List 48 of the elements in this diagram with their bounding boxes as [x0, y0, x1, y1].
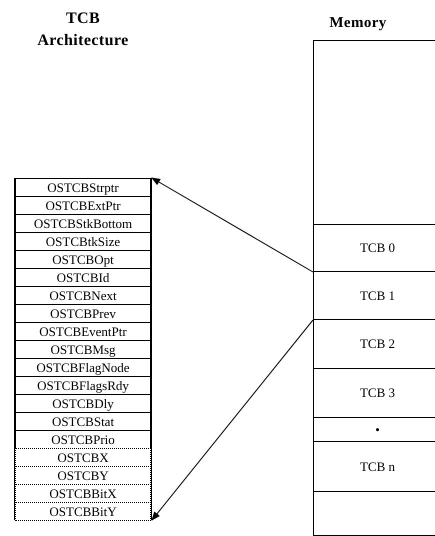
field-name: OSTCBStat	[52, 415, 114, 428]
field-name: OSTCBBitX	[49, 487, 117, 500]
field-row	[15, 196, 151, 215]
field-row	[15, 466, 151, 485]
field-row	[15, 286, 151, 305]
field-name: OSTCBPrio	[51, 433, 115, 446]
field-name: OSTCBId	[56, 271, 110, 284]
field-name: OSTCBFlagNode	[36, 361, 130, 374]
field-name: OSTCBEventPtr	[39, 325, 127, 338]
field-row	[15, 304, 151, 323]
field-row	[15, 448, 151, 467]
field-row	[15, 430, 151, 449]
field-row	[15, 484, 151, 503]
field-name: OSTCBY	[57, 469, 109, 482]
field-name: OSTCBNext	[49, 289, 117, 302]
field-name: OSTCBX	[57, 451, 109, 464]
field-name: OSTCBDly	[52, 397, 114, 410]
field-row	[15, 358, 151, 377]
field-row	[15, 268, 151, 287]
field-name: OSTCBtkSize	[46, 235, 120, 248]
memory-label: TCB n	[360, 458, 396, 476]
table-heading: TCB Architecture	[36, 9, 130, 51]
memory-label: •	[375, 420, 381, 439]
pointer-arrow	[151, 178, 314, 272]
field-row	[15, 250, 151, 269]
memory-label: TCB 2	[360, 335, 396, 354]
pointer-arrow	[151, 320, 314, 521]
field-row	[15, 412, 151, 431]
memory-label: TCB 1	[360, 286, 396, 305]
field-name: OSTCBStrptr	[47, 181, 119, 194]
memory-label: TCB 3	[360, 384, 396, 402]
memory-heading: Memory	[328, 14, 388, 33]
field-name: OSTCBStkBottom	[34, 217, 132, 230]
field-row	[15, 214, 151, 233]
field-row	[15, 340, 151, 359]
field-row	[15, 232, 151, 251]
field-name: OSTCBFlagsRdy	[37, 379, 129, 392]
field-row	[15, 502, 151, 521]
field-row	[15, 376, 151, 395]
field-name: OSTCBExtPtr	[45, 199, 121, 212]
field-name: OSTCBBitY	[49, 505, 117, 518]
field-name: OSTCBPrev	[50, 307, 116, 320]
field-row	[15, 178, 151, 197]
memory-label: TCB 0	[360, 239, 396, 258]
field-name: OSTCBMsg	[50, 343, 116, 356]
field-name: OSTCBOpt	[52, 253, 114, 266]
field-row	[15, 322, 151, 341]
field-row	[15, 394, 151, 413]
